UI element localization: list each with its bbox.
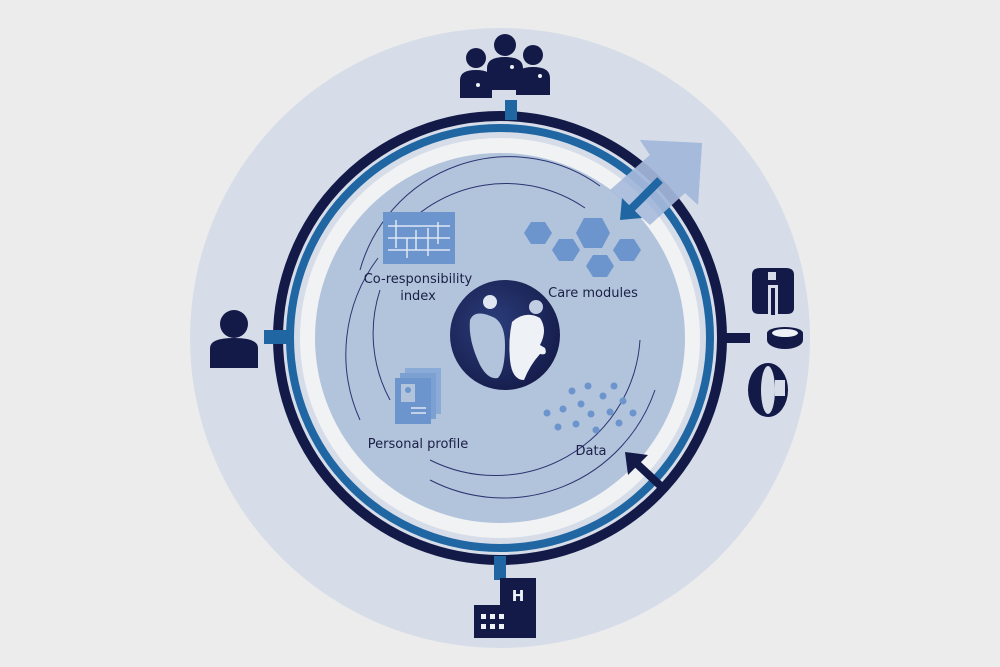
family-icon bbox=[460, 34, 550, 98]
wearable-devices-icon bbox=[748, 268, 803, 417]
svg-text:H: H bbox=[512, 587, 525, 605]
left-connector bbox=[264, 330, 290, 344]
band-device-icon bbox=[748, 363, 788, 417]
care-modules-label: Care modules bbox=[548, 286, 638, 301]
co-responsibility-label-1: Co-responsibility bbox=[364, 272, 473, 287]
right-connector bbox=[720, 333, 750, 343]
inward-arrow-bottom-right bbox=[625, 452, 668, 493]
personal-profile-label: Personal profile bbox=[368, 437, 468, 452]
data-dots-icon bbox=[543, 382, 637, 434]
inward-arrow-top-right bbox=[620, 177, 663, 220]
profile-cards-icon bbox=[395, 368, 441, 424]
co-responsibility-label-2: index bbox=[400, 289, 436, 304]
hospital-icon: H bbox=[474, 578, 536, 638]
person-icon bbox=[210, 310, 258, 368]
hexagons-icon bbox=[524, 218, 641, 277]
scale-device-icon bbox=[752, 268, 794, 315]
logo-icon bbox=[450, 280, 560, 390]
data-label: Data bbox=[575, 444, 606, 459]
top-connector bbox=[505, 100, 517, 120]
chart-icon bbox=[383, 212, 455, 264]
sensor-device-icon bbox=[767, 327, 803, 349]
bottom-connector bbox=[494, 556, 506, 580]
